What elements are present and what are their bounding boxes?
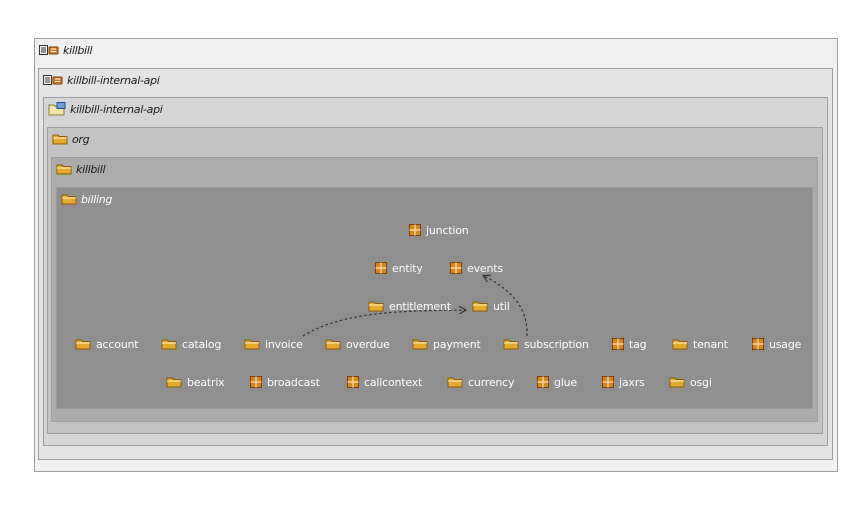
package-node-entity[interactable]: entity (375, 260, 423, 276)
frame-internal-api-module-label: killbill-internal-api (67, 73, 160, 87)
package-node-util[interactable]: util (472, 298, 510, 314)
package-label-callcontext: callcontext (364, 375, 423, 389)
package-label-osgi: osgi (690, 375, 712, 389)
package-icon (612, 338, 624, 350)
package-label-payment: payment (433, 337, 481, 351)
folder-icon (52, 133, 68, 145)
folder-icon (244, 338, 260, 350)
package-icon (347, 376, 359, 388)
package-node-broadcast[interactable]: broadcast (250, 374, 320, 390)
package-node-callcontext[interactable]: callcontext (347, 374, 422, 390)
package-node-junction[interactable]: junction (409, 222, 469, 238)
package-label-jaxrs: jaxrs (619, 375, 645, 389)
package-label-util: util (493, 299, 510, 313)
package-label-subscription: subscription (524, 337, 589, 351)
package-node-payment[interactable]: payment (412, 336, 481, 352)
package-icon (409, 224, 421, 236)
folder-icon (75, 338, 91, 350)
package-icon (375, 262, 387, 274)
package-label-overdue: overdue (346, 337, 390, 351)
package-node-events[interactable]: events (450, 260, 503, 276)
package-label-entitlement: entitlement (389, 299, 451, 313)
folder-icon (56, 163, 72, 175)
folder-icon (447, 376, 463, 388)
package-icon (752, 338, 764, 350)
package-label-tenant: tenant (693, 337, 728, 351)
frame-org-title: org (52, 128, 90, 150)
frame-billing[interactable]: billing (56, 187, 813, 409)
frame-billing-label: billing (81, 192, 113, 206)
package-label-entity: entity (392, 261, 423, 275)
maven-module-icon (43, 74, 63, 86)
package-node-currency[interactable]: currency (447, 374, 515, 390)
package-node-tenant[interactable]: tenant (672, 336, 728, 352)
package-node-catalog[interactable]: catalog (161, 336, 221, 352)
folder-icon (61, 193, 77, 205)
folder-icon (368, 300, 384, 312)
package-node-tag[interactable]: tag (612, 336, 647, 352)
frame-internal-api-module-title: killbill-internal-api (43, 69, 160, 91)
package-node-jaxrs[interactable]: jaxrs (602, 374, 645, 390)
package-label-tag: tag (629, 337, 647, 351)
package-node-usage[interactable]: usage (752, 336, 801, 352)
package-icon (537, 376, 549, 388)
maven-module-icon (39, 44, 59, 56)
frame-internal-api-source-title: killbill-internal-api (48, 98, 163, 120)
folder-icon (669, 376, 685, 388)
package-label-glue: glue (554, 375, 577, 389)
folder-icon (325, 338, 341, 350)
package-label-catalog: catalog (182, 337, 222, 351)
package-label-account: account (96, 337, 139, 351)
package-label-events: events (467, 261, 503, 275)
frame-killbill-package-label: killbill (76, 162, 106, 176)
package-node-account[interactable]: account (75, 336, 139, 352)
folder-icon (672, 338, 688, 350)
frame-killbill-module-title: killbill (39, 39, 93, 61)
folder-icon (503, 338, 519, 350)
folder-icon (161, 338, 177, 350)
package-icon (602, 376, 614, 388)
package-node-glue[interactable]: glue (537, 374, 577, 390)
frame-killbill-package-title: killbill (56, 158, 106, 180)
folder-icon (166, 376, 182, 388)
folder-icon (472, 300, 488, 312)
frame-org-label: org (72, 132, 90, 146)
package-label-beatrix: beatrix (187, 375, 225, 389)
package-label-junction: junction (426, 223, 469, 237)
package-label-broadcast: broadcast (267, 375, 320, 389)
package-label-invoice: invoice (265, 337, 303, 351)
frame-killbill-module-label: killbill (63, 43, 93, 57)
package-node-entitlement[interactable]: entitlement (368, 298, 451, 314)
frame-internal-api-source-label: killbill-internal-api (70, 102, 163, 116)
package-icon (450, 262, 462, 274)
package-node-subscription[interactable]: subscription (503, 336, 589, 352)
package-icon (250, 376, 262, 388)
folder-icon (412, 338, 428, 350)
package-node-beatrix[interactable]: beatrix (166, 374, 225, 390)
source-folder-icon (48, 102, 66, 116)
frame-billing-title: billing (61, 188, 112, 210)
package-label-currency: currency (468, 375, 515, 389)
package-node-overdue[interactable]: overdue (325, 336, 390, 352)
package-node-invoice[interactable]: invoice (244, 336, 303, 352)
package-label-usage: usage (769, 337, 802, 351)
package-node-osgi[interactable]: osgi (669, 374, 712, 390)
